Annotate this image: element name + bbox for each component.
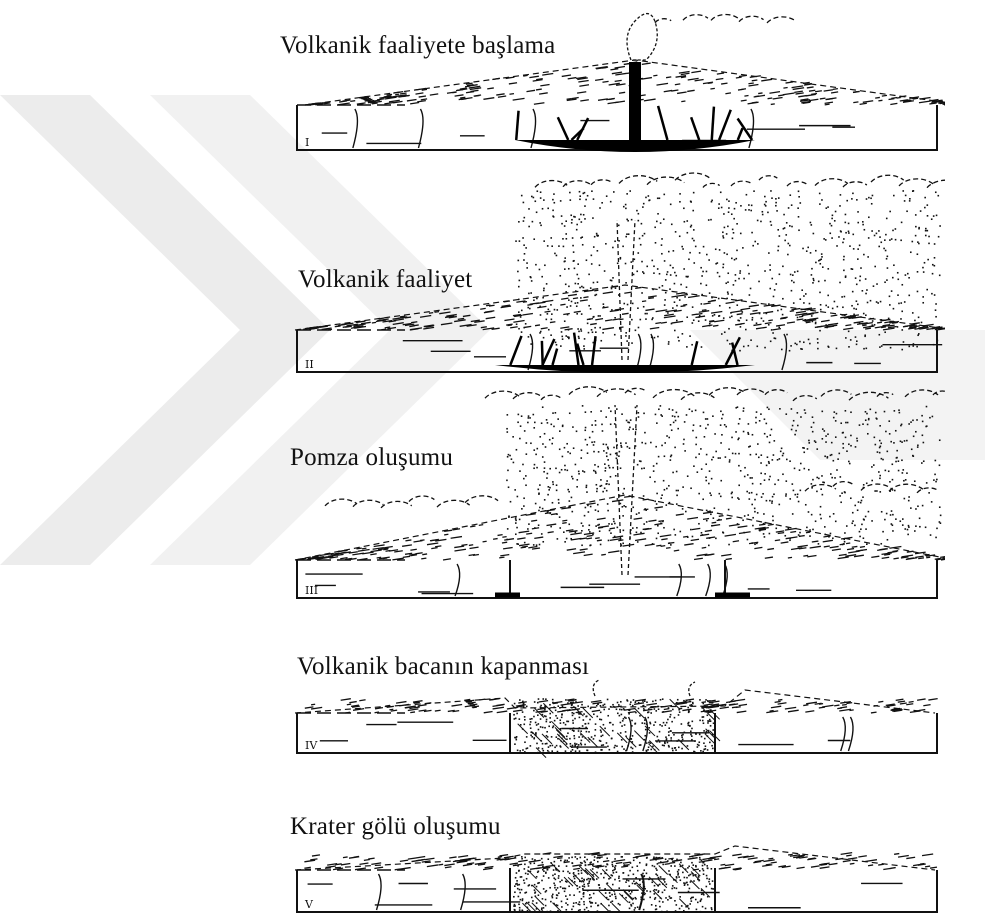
svg-text:V: V bbox=[304, 898, 314, 911]
stage-5-diagram: V bbox=[285, 838, 945, 916]
stage-4-diagram: IV bbox=[285, 678, 945, 763]
stage-3-label: Pomza oluşumu bbox=[290, 444, 453, 472]
stage-4-label: Volkanik bacanın kapanması bbox=[297, 653, 589, 681]
svg-text:I: I bbox=[305, 136, 309, 149]
stage-5-label: Krater gölü oluşumu bbox=[290, 813, 501, 841]
stage-1-label: Volkanik faaliyete başlama bbox=[280, 32, 555, 60]
stage-1-diagram: I bbox=[285, 0, 945, 160]
svg-text:II: II bbox=[305, 358, 314, 371]
stage-3-diagram: III bbox=[285, 375, 945, 610]
svg-text:IV: IV bbox=[305, 739, 318, 752]
stage-2-label: Volkanik faaliyet bbox=[298, 266, 472, 294]
svg-text:III: III bbox=[305, 584, 318, 597]
